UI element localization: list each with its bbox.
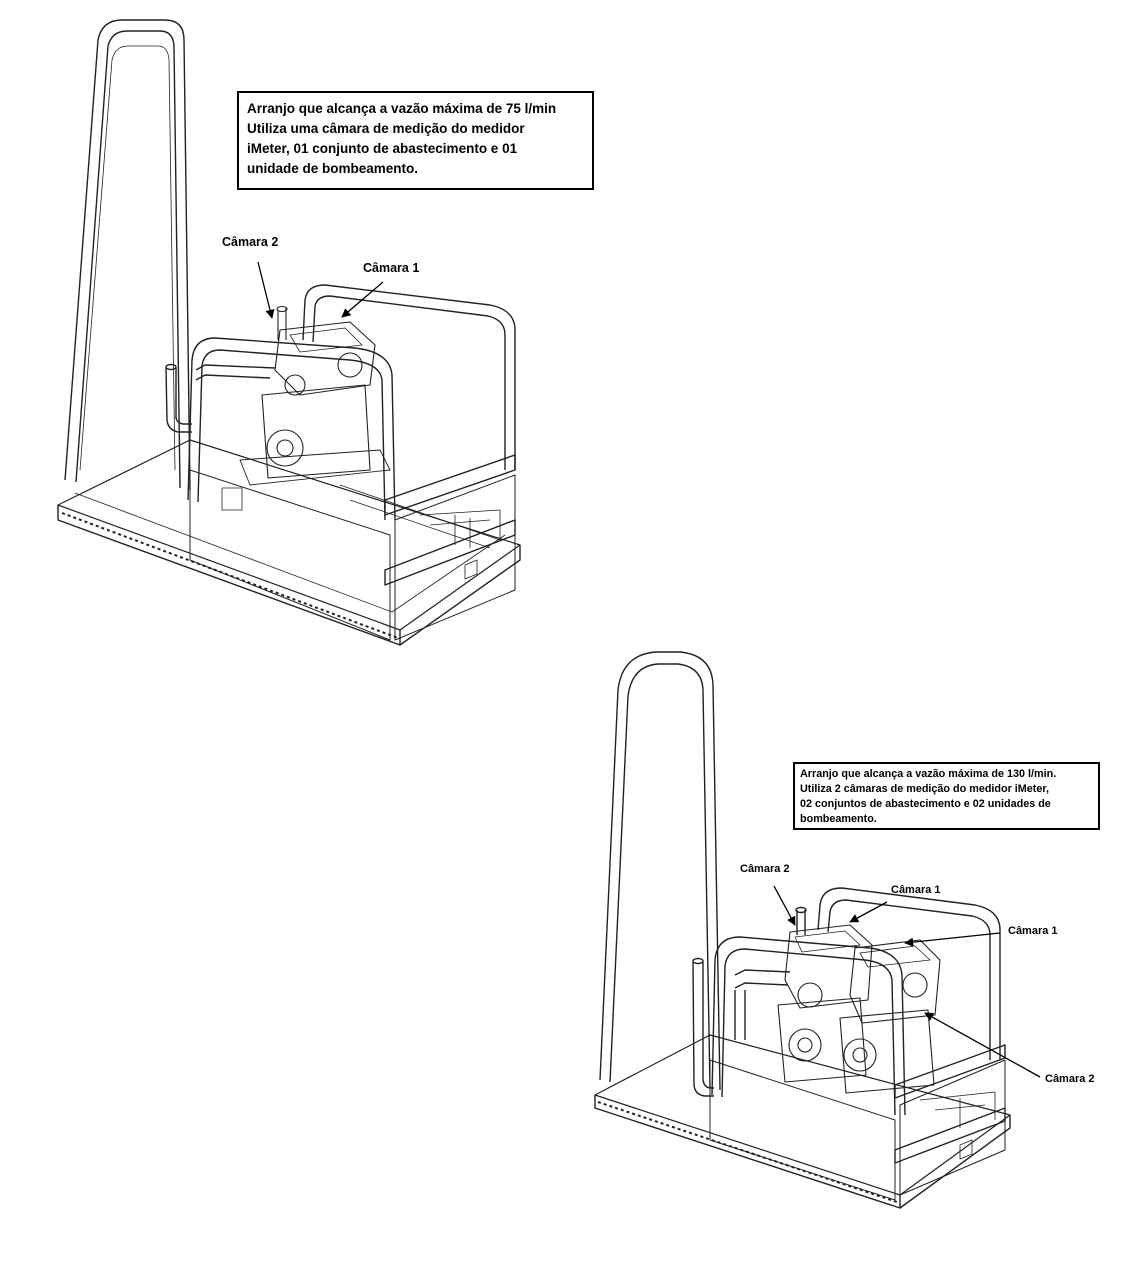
tall-frame [599,651,721,1091]
front-roll-bar [711,936,906,1116]
assembly-single-chamber [57,19,521,646]
cross-bands [384,454,516,586]
front-roll-bar [187,337,396,521]
caption-box-75: Arranjo que alcança a vazão máxima de 75… [237,91,594,190]
meter-unit-1 [777,924,873,1083]
caption-box-130: Arranjo que alcança a vazão máxima de 13… [793,762,1100,830]
rear-roll-bar [302,284,516,470]
caption-line: Utiliza uma câmara de medição do medidor [247,121,525,136]
label-camara-1-right: Câmara 1 [1008,925,1058,937]
label-camara-1-top: Câmara 1 [891,884,941,896]
assembly-dual-chamber [594,651,1011,1209]
tall-frame [64,19,191,491]
side-plate [189,469,516,641]
caption-line: Arranjo que alcança a vazão máxima de 75… [247,101,557,116]
callout-arrows [257,261,1041,1078]
caption-line: iMeter, 01 conjunto de abastecimento e 0… [247,141,518,156]
pipes [692,906,807,1097]
caption-line: Utiliza 2 câmaras de medição do medidor … [800,783,1050,795]
meter-unit-2 [839,939,941,1094]
base-tray [57,439,521,646]
cross-bands [894,1044,1006,1164]
caption-line: Arranjo que alcança a vazão máxima de 13… [800,768,1057,780]
caption-line: bombeamento. [800,813,877,825]
label-camara-1: Câmara 1 [363,261,420,275]
caption-line: 02 conjuntos de abastecimento e 02 unida… [800,798,1051,810]
side-plate [709,1059,1006,1201]
floor-slats [919,1091,996,1128]
meter-unit [239,305,391,486]
caption-line: unidade de bombeamento. [247,161,419,176]
label-camara-2-right: Câmara 2 [1045,1073,1095,1085]
label-camara-2-top: Câmara 2 [740,863,790,875]
side-pipe [165,363,276,433]
rear-roll-bar [817,887,1001,1060]
floor-slats [339,484,501,549]
label-camara-2: Câmara 2 [222,235,279,249]
